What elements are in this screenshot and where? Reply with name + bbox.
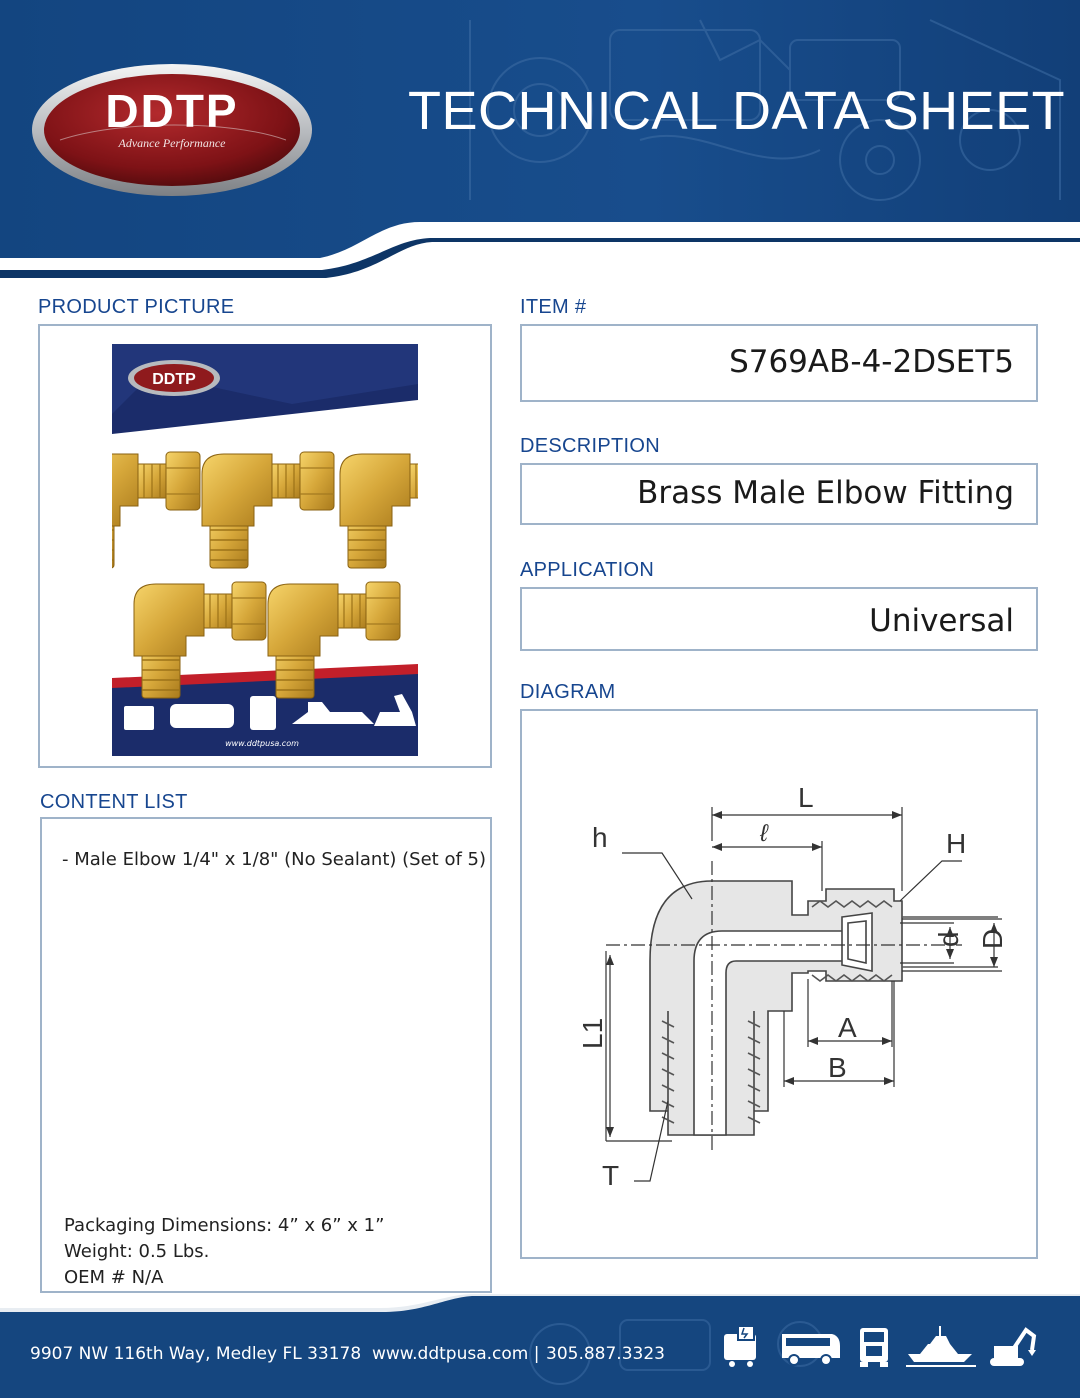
truck-icon — [860, 1328, 888, 1367]
elbow-fitting-diagram: L ℓ h H d D A B L1 T — [577, 782, 1008, 1191]
application-box: Universal — [520, 587, 1038, 651]
package-logo-text: DDTP — [152, 371, 196, 388]
packaging-dimensions: Packaging Dimensions: 4” x 6” x 1” — [64, 1215, 385, 1236]
logo-wordmark: DDTP — [105, 85, 239, 137]
content-list-box: - Male Elbow 1/4" x 1/8" (No Sealant) (S… — [40, 817, 492, 1293]
diagram-label-L: L — [798, 782, 814, 813]
excavator-icon — [990, 1327, 1037, 1366]
header-banner: DDTP Advance Performance TECHNICAL DATA … — [0, 0, 1080, 290]
diagram-label-d: d — [933, 931, 964, 947]
section-label-content-list: CONTENT LIST — [40, 791, 188, 813]
item-number-box: S769AB-4-2DSET5 — [520, 324, 1038, 402]
weight-value: Weight: 0.5 Lbs. — [64, 1241, 210, 1262]
diagram-box: L ℓ h H d D A B L1 T — [520, 709, 1038, 1259]
page-title: TECHNICAL DATA SHEET — [408, 81, 1066, 141]
footer-banner: 9907 NW 116th Way, Medley FL 33178 www.d… — [0, 1294, 1080, 1398]
section-label-description: DESCRIPTION — [520, 435, 660, 457]
yacht-icon — [906, 1326, 976, 1367]
description-box: Brass Male Elbow Fitting — [520, 463, 1038, 525]
diagram-label-H: H — [946, 828, 966, 859]
diagram-label-D: D — [977, 929, 1008, 949]
section-label-application: APPLICATION — [520, 559, 655, 581]
description-value: Brass Male Elbow Fitting — [637, 475, 1014, 511]
diagram-label-T: T — [602, 1160, 619, 1191]
diagram-label-B: B — [828, 1052, 847, 1083]
generator-icon — [724, 1325, 756, 1367]
footer-phone[interactable]: 305.887.3323 — [546, 1344, 665, 1364]
item-number-value: S769AB-4-2DSET5 — [729, 344, 1014, 380]
bus-icon — [782, 1334, 840, 1366]
footer-website-link[interactable]: www.ddtpusa.com | — [372, 1344, 540, 1364]
logo-tagline: Advance Performance — [118, 136, 226, 150]
oem-number: OEM # N/A — [64, 1267, 164, 1288]
header-background — [0, 0, 1080, 278]
footer-background — [0, 1294, 1080, 1398]
section-label-item: ITEM # — [520, 296, 587, 318]
package-website-text: www.ddtpusa.com — [225, 739, 299, 748]
diagram-label-l: ℓ — [759, 820, 769, 847]
content-list-item: - Male Elbow 1/4" x 1/8" (No Sealant) (S… — [62, 849, 486, 870]
application-value: Universal — [869, 603, 1014, 639]
section-label-product-picture: PRODUCT PICTURE — [38, 296, 235, 318]
diagram-label-L1: L1 — [577, 1018, 608, 1049]
diagram-label-A: A — [838, 1012, 857, 1043]
footer-address: 9907 NW 116th Way, Medley FL 33178 — [30, 1344, 362, 1364]
product-package-image: DDTP www.ddtpusa.com — [112, 344, 418, 756]
product-picture-box: DDTP www.ddtpusa.com — [38, 324, 492, 768]
brand-logo: DDTP Advance Performance — [34, 66, 310, 194]
section-label-diagram: DIAGRAM — [520, 681, 616, 703]
diagram-label-h: h — [592, 822, 608, 853]
